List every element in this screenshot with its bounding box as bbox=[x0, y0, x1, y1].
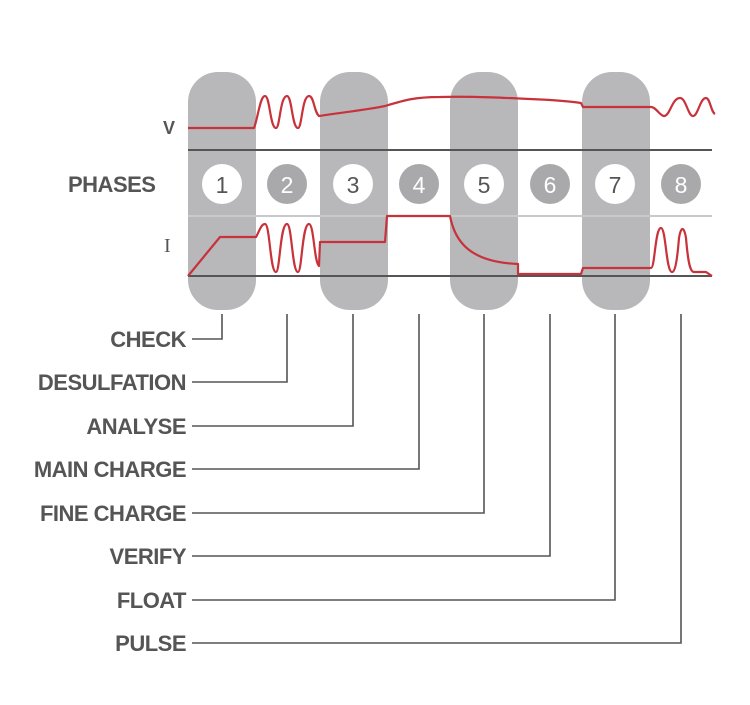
phase-number-circles: 1 2 3 4 5 6 7 8 bbox=[202, 164, 701, 204]
phase-number-6: 6 bbox=[544, 172, 557, 198]
leader-line-4 bbox=[192, 314, 420, 470]
phase-circle-4 bbox=[399, 164, 439, 204]
phase-circle-2 bbox=[267, 164, 307, 204]
voltage-axis-label: V bbox=[163, 118, 175, 138]
phase-label-2: DESULFATION bbox=[38, 370, 186, 395]
current-axis-label: I bbox=[164, 235, 171, 257]
phase-label-5: FINE CHARGE bbox=[40, 501, 186, 526]
phase-label-6: VERIFY bbox=[110, 544, 187, 569]
phase-circle-7 bbox=[595, 164, 635, 204]
phase-number-3: 3 bbox=[347, 172, 360, 198]
phase-circle-3 bbox=[333, 164, 373, 204]
phase-number-8: 8 bbox=[675, 172, 688, 198]
phase-number-4: 4 bbox=[413, 172, 426, 198]
phase-label-4: MAIN CHARGE bbox=[34, 457, 186, 482]
phase-number-2: 2 bbox=[281, 172, 294, 198]
leader-line-2 bbox=[192, 314, 288, 383]
phases-title: PHASES bbox=[68, 172, 155, 197]
leader-line-6 bbox=[192, 314, 551, 557]
leader-line-5 bbox=[192, 314, 485, 514]
phase-circle-5 bbox=[464, 164, 504, 204]
phase-number-1: 1 bbox=[216, 172, 229, 198]
leader-line-1 bbox=[192, 314, 223, 340]
leader-line-3 bbox=[192, 314, 354, 427]
phase-number-5: 5 bbox=[478, 172, 491, 198]
phase-label-leaders: CHECK DESULFATION ANALYSE MAIN CHARGE FINE C… bbox=[34, 314, 682, 656]
phase-circle-8 bbox=[661, 164, 701, 204]
phase-label-3: ANALYSE bbox=[86, 414, 186, 439]
phase-label-7: FLOAT bbox=[117, 588, 187, 613]
phase-circle-6 bbox=[530, 164, 570, 204]
phase-label-1: CHECK bbox=[110, 327, 186, 352]
current-curve bbox=[187, 214, 713, 277]
voltage-curve bbox=[188, 94, 716, 130]
leader-line-8 bbox=[192, 314, 682, 644]
leader-line-7 bbox=[192, 314, 616, 601]
phase-number-7: 7 bbox=[609, 172, 622, 198]
phase-circle-1 bbox=[202, 164, 242, 204]
phase-label-8: PULSE bbox=[115, 631, 186, 656]
